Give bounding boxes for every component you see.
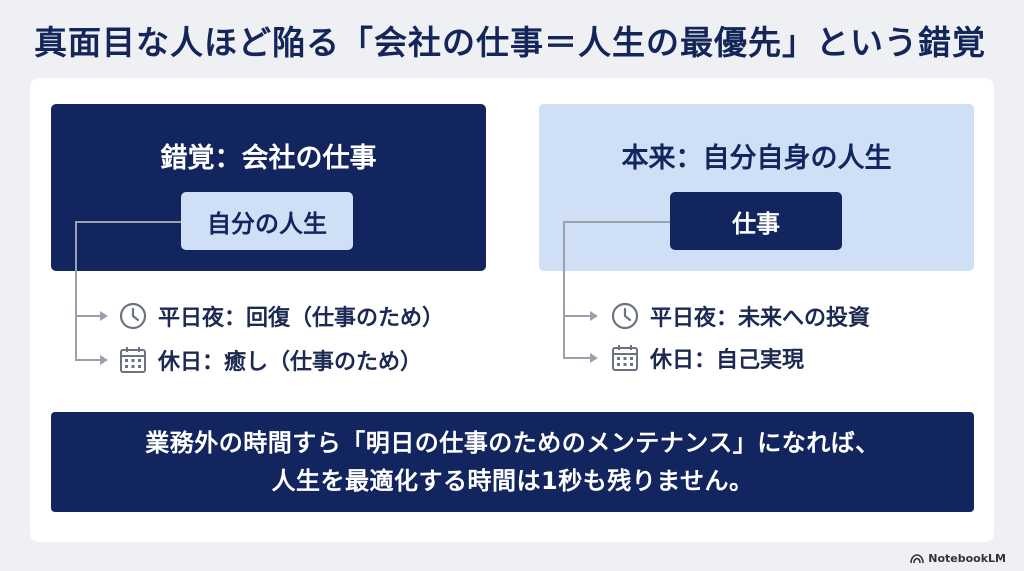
left-item-weekday: 平日夜：回復（仕事のため）: [118, 300, 444, 332]
right-item-holiday: 休日：自己実現: [610, 342, 804, 374]
calendar-icon: [120, 347, 146, 373]
left-item-holiday: 休日：癒し（仕事のため）: [118, 344, 422, 376]
right-item-weekday-text: 平日夜：未来への投資: [650, 306, 871, 331]
clock-icon: [611, 302, 639, 330]
right-item-holiday-text: 休日：自己実現: [650, 348, 805, 373]
conclusion-line-2: 人生を最適化する時間は1秒も残りません。: [271, 467, 754, 495]
ideal-panel-title: 本来：自分自身の人生: [621, 143, 892, 174]
ideal-inner-box: 仕事: [670, 192, 842, 250]
calendar-icon: [612, 345, 638, 371]
brand-text: NotebookLM: [928, 552, 1006, 565]
ideal-panel: 本来：自分自身の人生 仕事: [539, 104, 974, 271]
page-title: 真面目な人ほど陥る「会社の仕事＝人生の最優先」という錯覚: [34, 23, 986, 62]
brand-watermark: NotebookLM: [910, 552, 1006, 565]
illusion-panel: 錯覚：会社の仕事 自分の人生: [51, 104, 486, 271]
illusion-inner-box: 自分の人生: [181, 192, 353, 250]
left-item-holiday-text: 休日：癒し（仕事のため）: [158, 350, 423, 375]
conclusion-line-1: 業務外の時間すら「明日の仕事のためのメンテナンス」になれば、: [145, 429, 880, 457]
conclusion-banner: 業務外の時間すら「明日の仕事のためのメンテナンス」になれば、 人生を最適化する時…: [51, 412, 974, 512]
left-item-weekday-text: 平日夜：回復（仕事のため）: [158, 306, 445, 331]
notebooklm-logo-icon: [910, 553, 925, 563]
illusion-panel-title: 錯覚：会社の仕事: [160, 143, 377, 174]
clock-icon: [119, 302, 147, 330]
right-item-weekday: 平日夜：未来への投資: [610, 300, 870, 332]
